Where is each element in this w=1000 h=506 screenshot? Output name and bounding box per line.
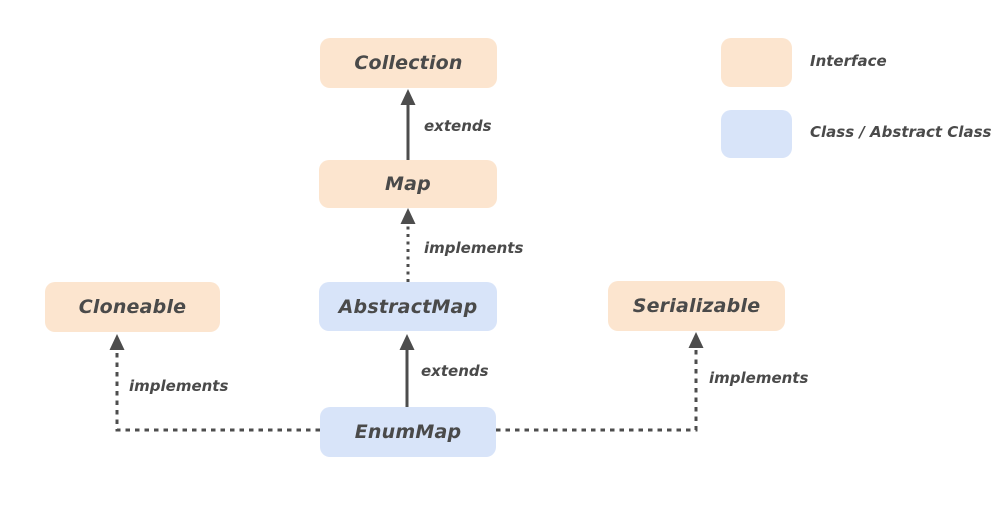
node-map: Map — [319, 160, 497, 208]
edge-enummap-implements-cloneable — [109, 334, 320, 432]
node-collection: Collection — [320, 38, 497, 88]
legend-class-label: Class / Abstract Class — [810, 123, 992, 141]
legend-interface-swatch — [721, 38, 792, 87]
legend-interface-label: Interface — [810, 52, 887, 70]
node-serializable: Serializable — [608, 281, 785, 331]
legend-class-swatch — [721, 110, 792, 158]
edge-label-extends-map-collection: extends — [424, 117, 492, 135]
edge-label-implements-enummap-serializable: implements — [709, 369, 809, 387]
node-cloneable: Cloneable — [45, 282, 220, 332]
node-abstractmap: AbstractMap — [319, 282, 497, 331]
edge-label-extends-enummap-abstractmap: extends — [421, 362, 489, 380]
edge-label-implements-enummap-cloneable: implements — [129, 377, 229, 395]
edge-map-extends-collection — [400, 89, 416, 161]
edge-enummap-extends-abstractmap — [399, 334, 415, 407]
edge-abstractmap-implements-map — [400, 208, 416, 282]
edge-label-implements-abstractmap-map: implements — [424, 239, 524, 257]
edge-enummap-implements-serializable — [496, 332, 704, 432]
node-enummap: EnumMap — [320, 407, 496, 457]
